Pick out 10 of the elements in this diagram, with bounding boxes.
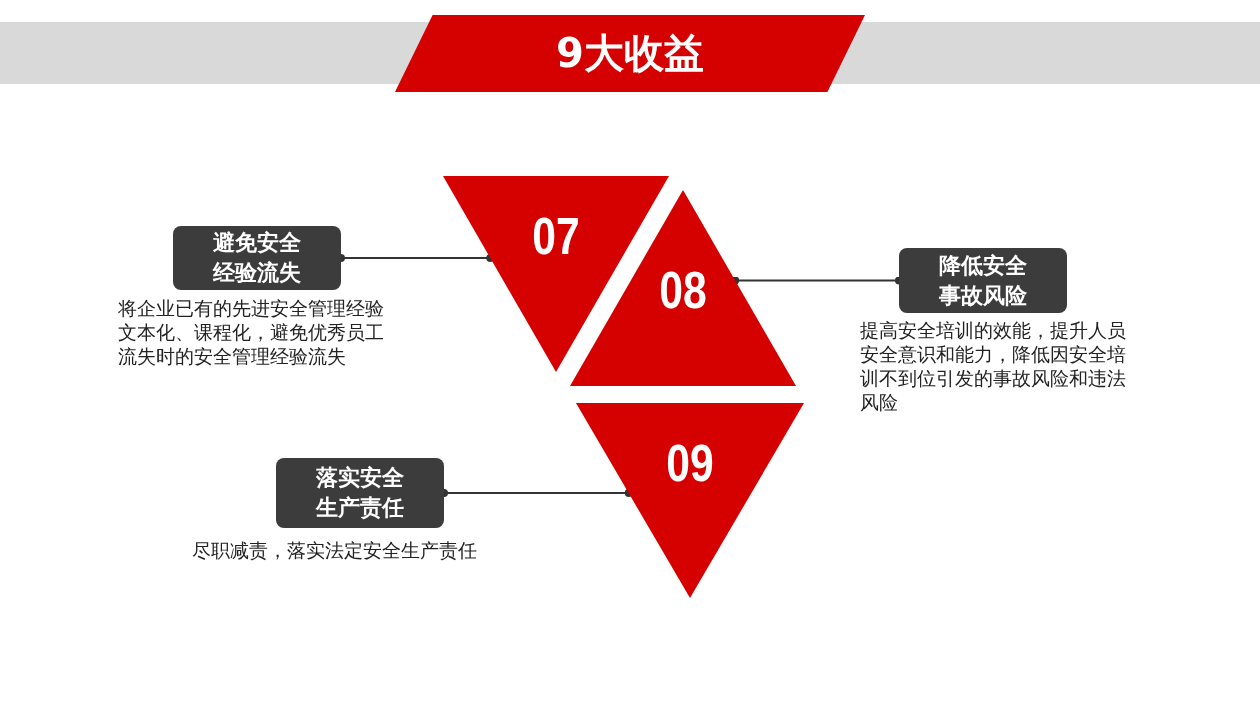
- step-number: 09: [665, 433, 715, 493]
- description-text: 将企业已有的先进安全管理经验文本化、课程化，避免优秀员工流失时的安全管理经验流失: [118, 296, 385, 368]
- title: 9大收益: [555, 29, 705, 78]
- heading-label: 落实安全生产责任: [276, 458, 444, 528]
- description-text: 提高安全培训的效能，提升人员安全意识和能力，降低因安全培训不到位引发的事故风险和违法风险: [860, 318, 1127, 414]
- step-number: 08: [658, 260, 708, 320]
- description-text: 尽职减责，落实法定安全生产责任: [192, 538, 478, 562]
- heading-label: 降低安全事故风险: [899, 248, 1067, 313]
- heading-label: 避免安全经验流失: [173, 226, 341, 290]
- step-number: 07: [531, 206, 581, 266]
